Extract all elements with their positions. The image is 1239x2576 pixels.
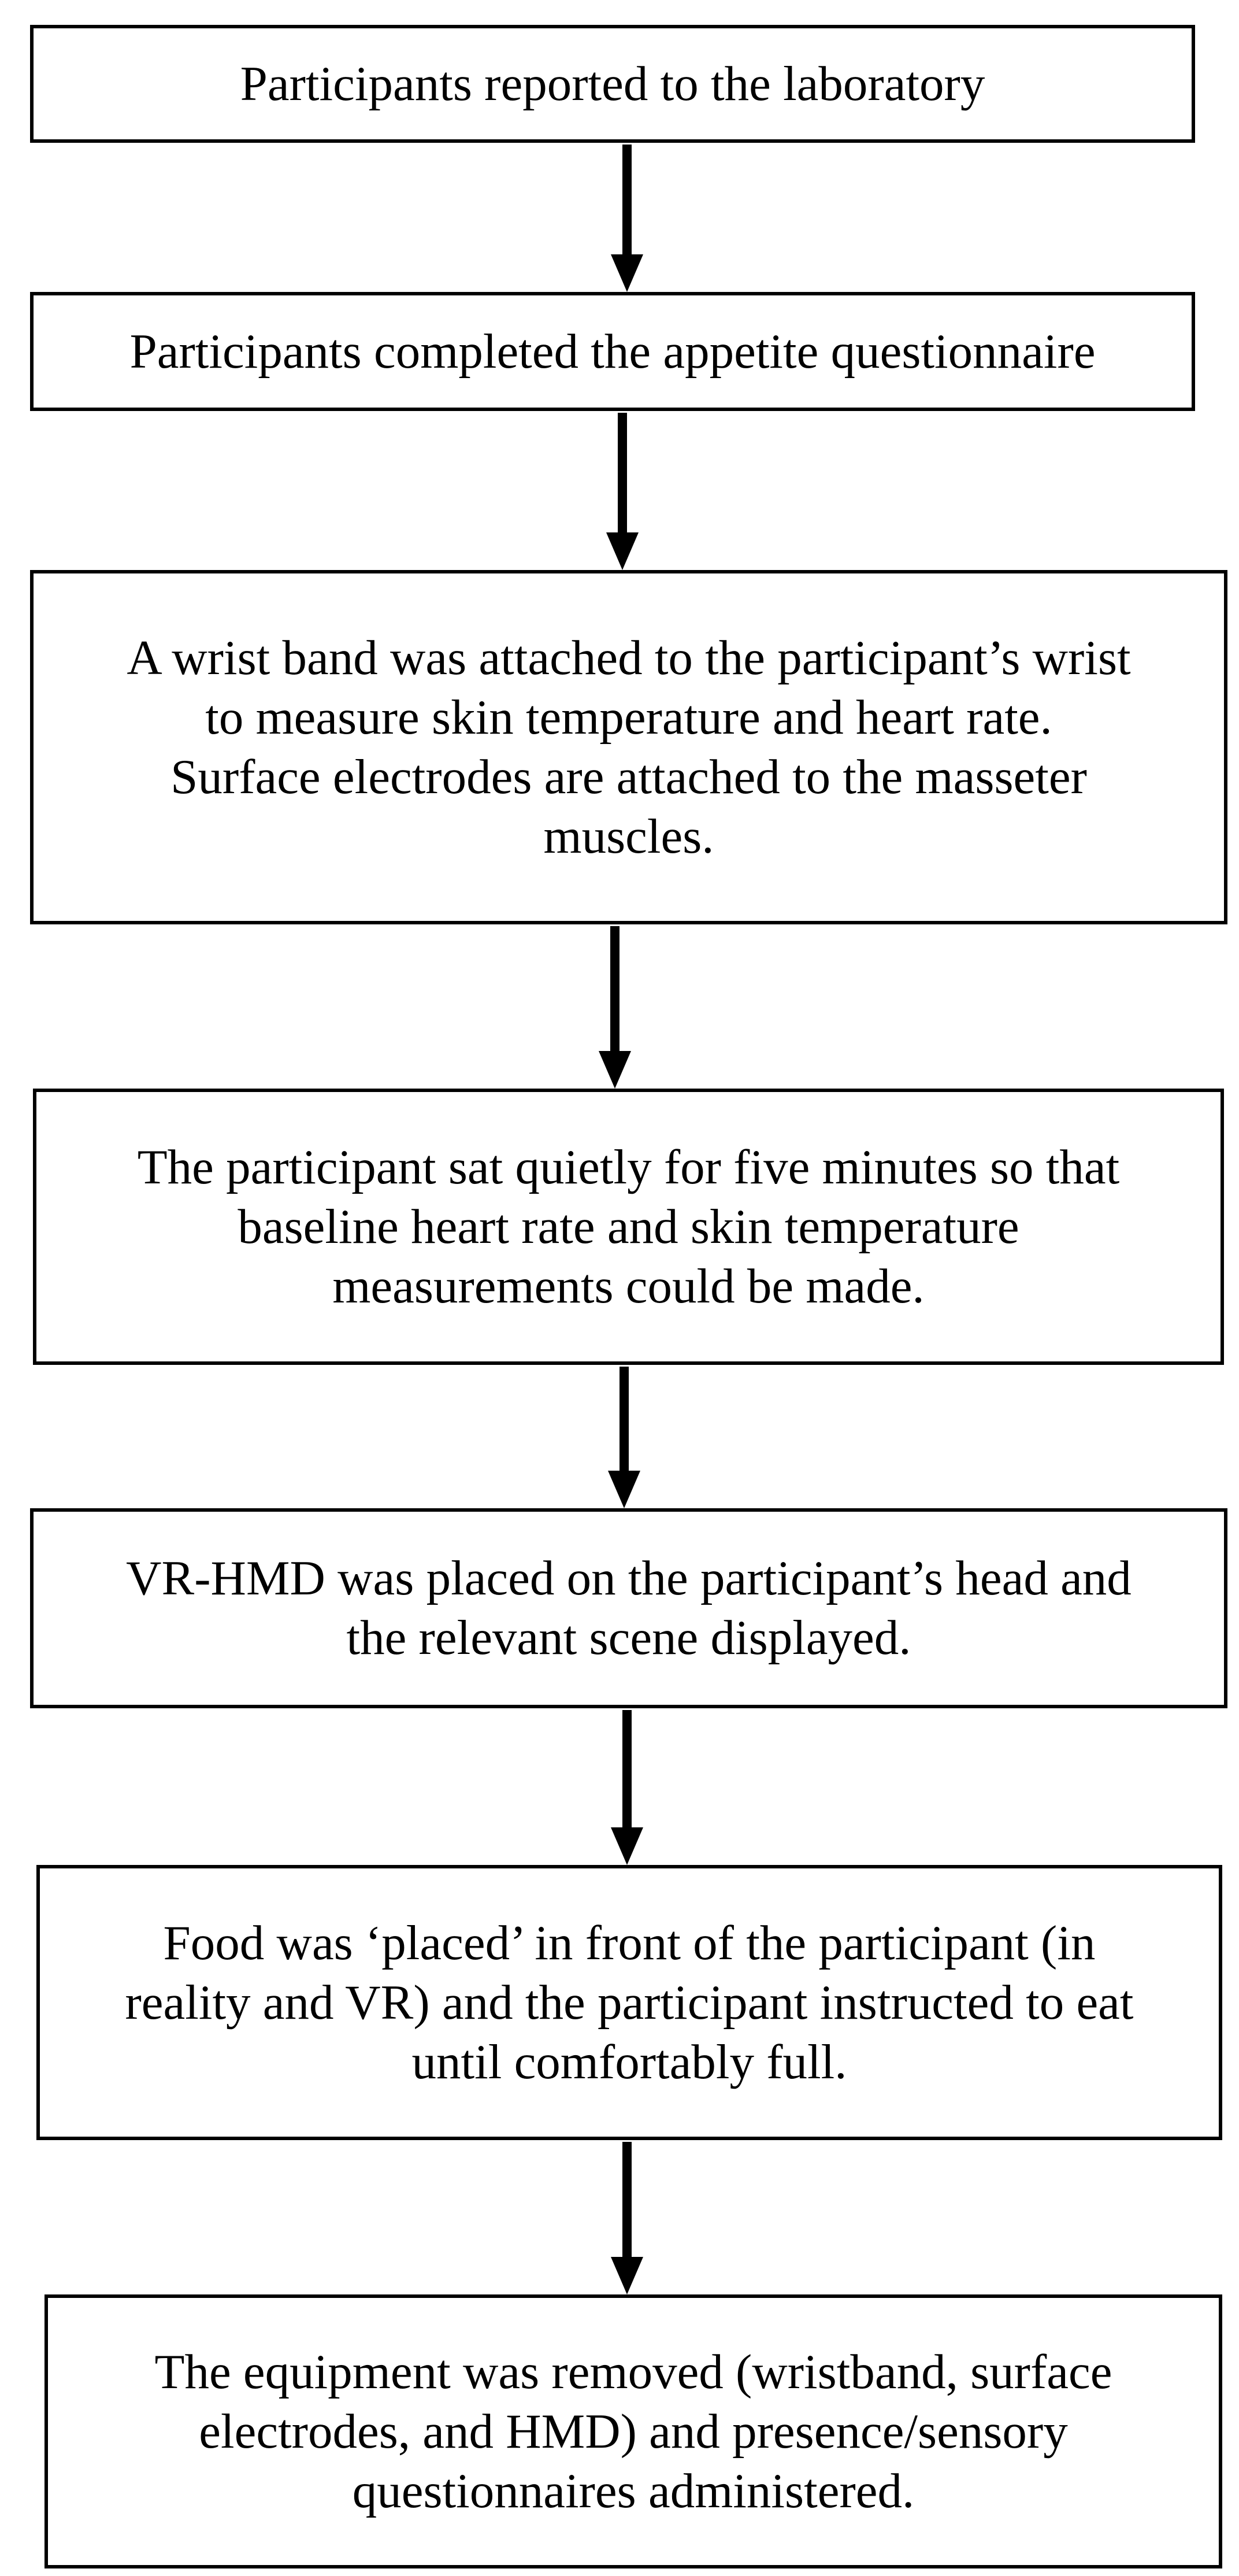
- arrow-down-2: [599, 413, 646, 570]
- arrow-down-5: [604, 1710, 650, 1865]
- step-7-line-3: questionnaires administered.: [352, 2463, 915, 2518]
- step-1-line-1: Participants reported to the laboratory: [240, 56, 985, 111]
- step-7-box: The equipment was removed (wristband, su…: [44, 2294, 1222, 2568]
- step-3-line-3: Surface electrodes are attached to the m…: [170, 749, 1087, 804]
- step-3-line-4: muscles.: [543, 809, 714, 864]
- step-3-line-1: A wrist band was attached to the partici…: [127, 630, 1131, 685]
- step-6-box: Food was ‘placed’ in front of the partic…: [36, 1865, 1222, 2140]
- step-5-line-1: VR-HMD was placed on the participant’s h…: [126, 1551, 1132, 1605]
- step-4-line-1: The participant sat quietly for five min…: [137, 1139, 1120, 1194]
- step-1-box: Participants reported to the laboratory: [30, 25, 1195, 143]
- arrow-down-4: [601, 1367, 647, 1508]
- step-3-line-2: to measure skin temperature and heart ra…: [205, 690, 1052, 745]
- step-6-line-2: reality and VR) and the participant inst…: [125, 1975, 1134, 2030]
- step-6-line-1: Food was ‘placed’ in front of the partic…: [163, 1915, 1096, 1970]
- step-4-box: The participant sat quietly for five min…: [33, 1089, 1224, 1365]
- step-4-line-2: baseline heart rate and skin temperature: [238, 1199, 1019, 1254]
- step-6-line-3: until comfortably full.: [411, 2034, 847, 2089]
- step-3-box: A wrist band was attached to the partici…: [30, 570, 1227, 924]
- arrow-down-6: [604, 2142, 650, 2294]
- step-5-line-2: the relevant scene displayed.: [346, 1611, 911, 1665]
- arrow-down-1: [604, 145, 650, 292]
- step-2-line-1: Participants completed the appetite ques…: [129, 324, 1096, 379]
- step-7-line-2: electrodes, and HMD) and presence/sensor…: [199, 2404, 1068, 2459]
- step-5-box: VR-HMD was placed on the participant’s h…: [30, 1508, 1227, 1708]
- step-2-box: Participants completed the appetite ques…: [30, 292, 1195, 411]
- arrow-down-3: [592, 926, 638, 1089]
- step-4-line-3: measurements could be made.: [332, 1259, 925, 1313]
- step-7-line-1: The equipment was removed (wristband, su…: [154, 2344, 1112, 2399]
